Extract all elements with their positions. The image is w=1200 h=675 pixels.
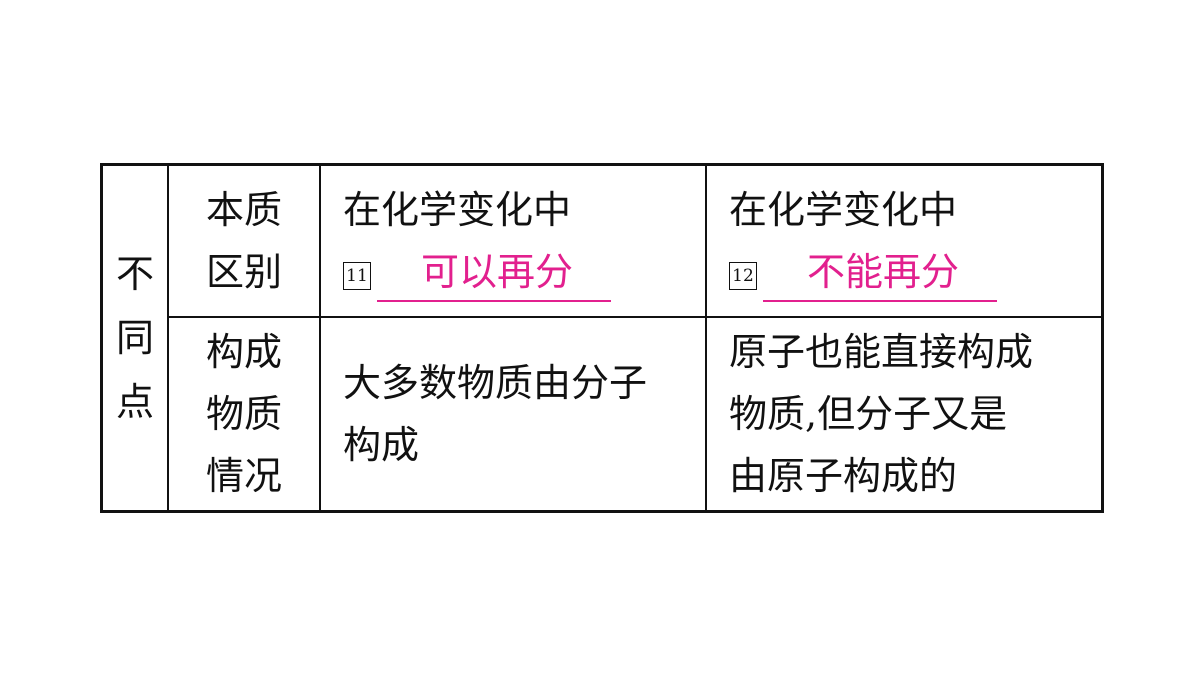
aspect-cell-essence: 本质 区别: [167, 164, 321, 318]
molecule-composition-line: 大多数物质由分子: [343, 361, 648, 405]
atom-composition-cell: 原子也能直接构成 物质,但分子又是 由原子构成的: [705, 317, 1104, 512]
category-cell: 不 同 点: [100, 164, 169, 513]
molecule-essence-text: 在化学变化中: [343, 188, 572, 232]
atom-essence-text: 在化学变化中: [729, 188, 958, 232]
molecule-composition-line: 构成: [343, 423, 420, 467]
aspect-line: 情况: [205, 454, 282, 498]
atom-composition-line: 物质,但分子又是: [729, 392, 1008, 436]
molecule-composition-cell: 大多数物质由分子 构成: [319, 317, 707, 512]
answer-blank: 不能再分: [763, 244, 998, 302]
aspect-line: 本质: [205, 188, 282, 232]
atom-composition-line: 由原子构成的: [729, 454, 958, 498]
answer-blank: 可以再分: [377, 244, 612, 302]
aspect-line: 物质: [205, 392, 282, 436]
table-row-composition: 构成 物质 情况 大多数物质由分子 构成 原子也能直接构成 物质,但分子又是 由…: [102, 317, 1104, 512]
aspect-line: 构成: [205, 330, 282, 374]
category-char: 同: [115, 316, 154, 360]
aspect-line: 区别: [205, 250, 282, 294]
question-number-box: 12: [729, 261, 757, 290]
aspect-cell-composition: 构成 物质 情况: [167, 317, 321, 512]
atom-composition-line: 原子也能直接构成: [729, 330, 1034, 374]
category-char: 不: [115, 252, 154, 296]
category-char: 点: [115, 380, 154, 424]
question-number-box: 11: [343, 261, 371, 290]
